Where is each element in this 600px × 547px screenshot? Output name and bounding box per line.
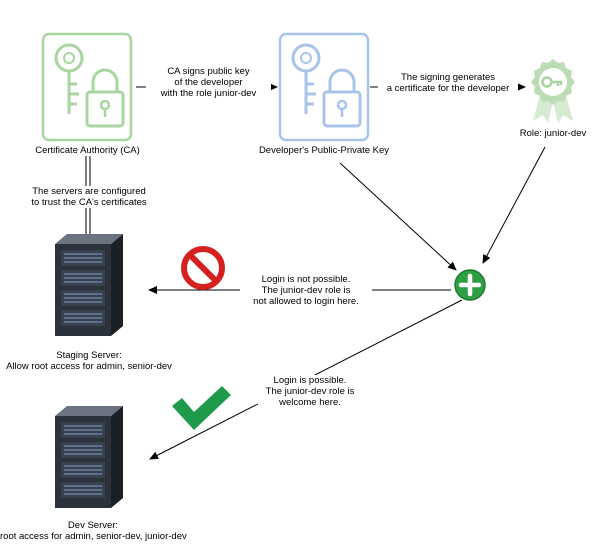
edge-label-login-ok: Login is possible. The junior-dev role i… [258,375,362,408]
edge-role-to-plus [482,146,546,264]
developer-key-label-text: Developer's Public-Private Key [258,145,390,156]
role-label: Role: junior-dev [508,128,598,139]
edge-label-trust-line1: The servers are configured [32,186,146,197]
dev-server-icon [51,404,125,515]
ca-label-text: Certificate Authority (CA) [35,145,140,156]
ca-key-icon [41,32,133,147]
edge-label-trust-line2: to trust the CA's certificates [31,197,147,208]
edge-label-ca-signs-line2: of the developer [174,77,243,88]
edge-label-login-denied-line3: not allowed to login here. [253,296,359,307]
role-label-text: Role: junior-dev [519,128,587,139]
developer-key-label: Developer's Public-Private Key [238,145,410,156]
edge-label-signing-line2: a certificate for the developer [386,83,510,94]
dev-server-desc: root access for admin, senior-dev, junio… [0,531,187,542]
edge-label-login-denied-line1: Login is not possible. [261,274,351,285]
edge-label-login-ok-line1: Login is possible. [273,375,347,386]
staging-server-title: Staging Server: [56,350,122,361]
edge-label-login-denied: Login is not possible. The junior-dev ro… [240,274,372,307]
dev-server-label: Dev Server: root access for admin, senio… [0,520,187,542]
edge-label-login-ok-line2: The junior-dev role is [265,386,355,397]
edge-label-login-ok-line3: welcome here. [279,397,341,408]
staging-server-label: Staging Server: Allow root access for ad… [0,350,178,372]
staging-server-desc: Allow root access for admin, senior-dev [6,361,172,372]
edge-label-ca-signs-line3: with the role junior-dev [160,88,257,99]
edge-label-login-denied-line2: The junior-dev role is [261,285,351,296]
no-entry-icon [180,245,226,296]
edge-label-signing-line1: The signing generates [400,72,495,83]
developer-key-icon [278,32,370,147]
checkmark-icon [168,382,234,439]
edge-label-trust: The servers are configured to trust the … [22,186,156,208]
edge-label-ca-signs-line1: CA signs public key [167,66,250,77]
plus-circle-icon [453,268,487,307]
edge-label-ca-signs: CA signs public key of the developer wit… [146,66,271,99]
certificate-badge-icon [527,57,579,130]
ca-label: Certificate Authority (CA) [15,145,160,156]
edge-devkey-to-plus [339,162,457,271]
edge-label-signing: The signing generates a certificate for … [378,72,518,94]
staging-server-icon [51,232,125,343]
dev-server-title: Dev Server: [67,520,119,531]
